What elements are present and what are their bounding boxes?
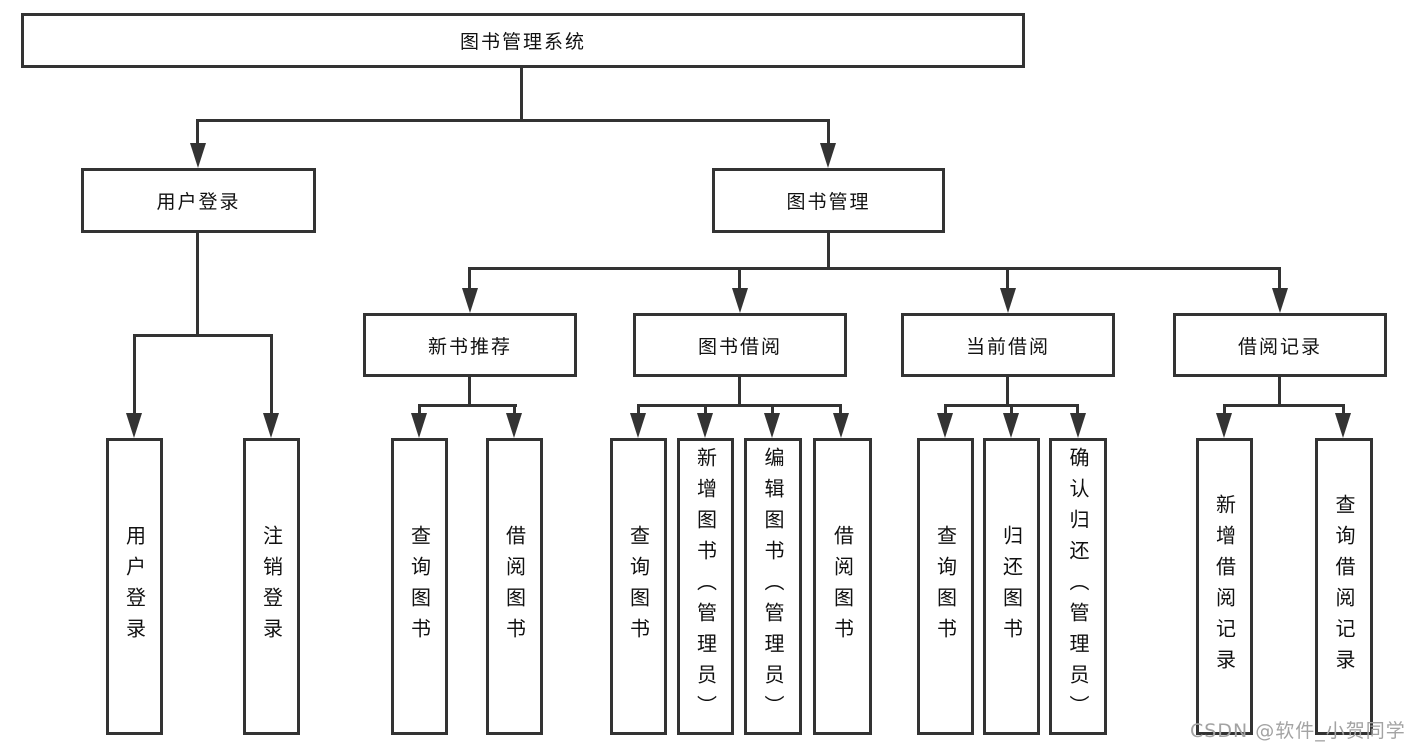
connector-hline bbox=[468, 267, 1281, 270]
node-current-borrow-label: 当前借阅 bbox=[965, 335, 1050, 358]
arrow-down-icon bbox=[732, 288, 748, 313]
arrow-down-icon bbox=[937, 413, 953, 438]
arrow-down-icon bbox=[764, 413, 780, 438]
node-book-management: 图书管理 bbox=[712, 168, 945, 233]
node-user-login-label: 用户登录 bbox=[156, 191, 241, 213]
arrow-down-icon bbox=[190, 143, 206, 168]
arrow-down-icon bbox=[820, 143, 836, 168]
connector-vline bbox=[520, 68, 523, 121]
connector-vline bbox=[827, 119, 830, 145]
arrow-down-icon bbox=[1070, 413, 1086, 438]
connector-vline bbox=[1223, 404, 1226, 415]
connector-vline bbox=[827, 233, 830, 270]
arrow-down-icon bbox=[126, 413, 142, 438]
leaf-query-books-2: 查询图书 bbox=[610, 438, 667, 735]
leaf-query-books-1-label: 查询图书 bbox=[407, 524, 432, 649]
leaf-query-books-2-label: 查询图书 bbox=[626, 524, 651, 649]
node-book-borrow-label: 图书借阅 bbox=[697, 335, 782, 358]
connector-vline bbox=[1076, 404, 1079, 415]
connector-vline bbox=[468, 267, 471, 290]
node-new-book-recommend: 新书推荐 bbox=[363, 313, 577, 377]
arrow-down-icon bbox=[1335, 413, 1351, 438]
arrow-down-icon bbox=[1272, 288, 1288, 313]
connector-vline bbox=[637, 404, 640, 415]
leaf-query-books-3: 查询图书 bbox=[917, 438, 974, 735]
node-book-borrow: 图书借阅 bbox=[633, 313, 847, 377]
leaf-query-books-1: 查询图书 bbox=[391, 438, 448, 735]
leaf-add-borrow-record-label: 新增借阅记录 bbox=[1212, 493, 1237, 680]
connector-vline bbox=[704, 404, 707, 415]
node-root-label: 图书管理系统 bbox=[459, 31, 586, 53]
connector-vline bbox=[1006, 267, 1009, 290]
arrow-down-icon bbox=[462, 288, 478, 313]
connector-hline bbox=[133, 334, 273, 337]
node-borrow-records: 借阅记录 bbox=[1173, 313, 1387, 377]
connector-vline bbox=[1278, 267, 1281, 290]
leaf-edit-book-admin: 编辑图书（管理员） bbox=[744, 438, 802, 735]
leaf-logout-label: 注销登录 bbox=[259, 524, 284, 649]
leaf-user-login-label: 用户登录 bbox=[122, 524, 147, 649]
leaf-return-book-label: 归还图书 bbox=[999, 524, 1024, 649]
leaf-query-books-3-label: 查询图书 bbox=[933, 524, 958, 649]
connector-hline bbox=[196, 119, 830, 122]
node-book-management-label: 图书管理 bbox=[786, 191, 871, 213]
leaf-user-login: 用户登录 bbox=[106, 438, 163, 735]
node-current-borrow: 当前借阅 bbox=[901, 313, 1115, 377]
connector-vline bbox=[738, 377, 741, 407]
leaf-add-borrow-record: 新增借阅记录 bbox=[1196, 438, 1253, 735]
connector-vline bbox=[513, 404, 516, 415]
connector-vline bbox=[839, 404, 842, 415]
leaf-edit-book-admin-label: 编辑图书（管理员） bbox=[761, 447, 785, 726]
arrow-down-icon bbox=[263, 413, 279, 438]
leaf-add-book-admin-label: 新增图书（管理员） bbox=[693, 447, 718, 726]
connector-hline bbox=[637, 404, 842, 407]
connector-vline bbox=[468, 377, 471, 407]
leaf-borrow-books-1-label: 借阅图书 bbox=[502, 524, 527, 649]
arrow-down-icon bbox=[1003, 413, 1019, 438]
connector-vline bbox=[1010, 404, 1013, 415]
arrow-down-icon bbox=[833, 413, 849, 438]
leaf-borrow-books-2-label: 借阅图书 bbox=[830, 524, 855, 649]
connector-vline bbox=[270, 334, 273, 415]
connector-vline bbox=[771, 404, 774, 415]
connector-hline bbox=[1223, 404, 1344, 407]
leaf-logout: 注销登录 bbox=[243, 438, 300, 735]
node-root: 图书管理系统 bbox=[21, 13, 1025, 68]
connector-vline bbox=[1278, 377, 1281, 407]
connector-vline bbox=[418, 404, 421, 415]
connector-vline bbox=[133, 334, 136, 415]
csdn-watermark: CSDN @软件_小贺同学 bbox=[1190, 720, 1405, 742]
connector-vline bbox=[196, 233, 199, 336]
node-borrow-records-label: 借阅记录 bbox=[1237, 335, 1322, 358]
leaf-add-book-admin: 新增图书（管理员） bbox=[677, 438, 734, 735]
node-new-book-recommend-label: 新书推荐 bbox=[427, 335, 512, 358]
leaf-borrow-books-2: 借阅图书 bbox=[813, 438, 872, 735]
connector-hline bbox=[418, 404, 517, 407]
arrow-down-icon bbox=[630, 413, 646, 438]
leaf-borrow-books-1: 借阅图书 bbox=[486, 438, 543, 735]
leaf-query-borrow-record: 查询借阅记录 bbox=[1315, 438, 1373, 735]
arrow-down-icon bbox=[506, 413, 522, 438]
arrow-down-icon bbox=[411, 413, 427, 438]
leaf-return-book: 归还图书 bbox=[983, 438, 1040, 735]
arrow-down-icon bbox=[1216, 413, 1232, 438]
arrow-down-icon bbox=[1000, 288, 1016, 313]
connector-vline bbox=[1342, 404, 1345, 415]
node-user-login: 用户登录 bbox=[81, 168, 316, 233]
connector-vline bbox=[196, 119, 199, 145]
leaf-confirm-return-admin-label: 确认归还（管理员） bbox=[1066, 447, 1090, 726]
connector-vline bbox=[738, 267, 741, 290]
leaf-query-borrow-record-label: 查询借阅记录 bbox=[1332, 493, 1356, 680]
arrow-down-icon bbox=[697, 413, 713, 438]
connector-vline bbox=[944, 404, 947, 415]
leaf-confirm-return-admin: 确认归还（管理员） bbox=[1049, 438, 1107, 735]
connector-vline bbox=[1006, 377, 1009, 407]
